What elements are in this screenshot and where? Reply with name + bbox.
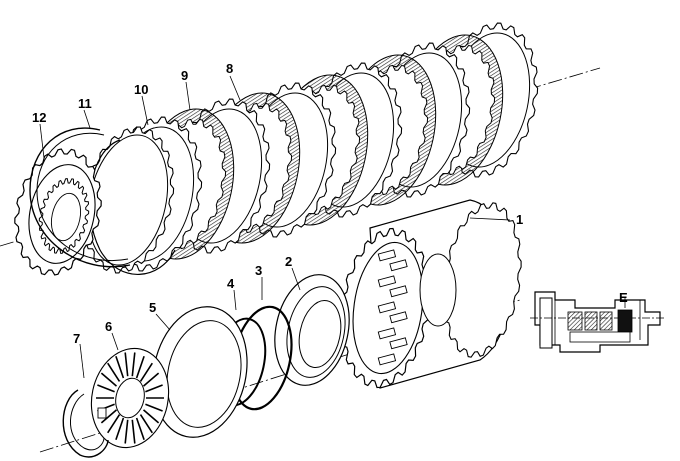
part-10-ring	[81, 126, 176, 275]
part-1-clutch-drum	[339, 199, 522, 389]
callout-10: 10	[134, 82, 148, 97]
callout-3: 3	[255, 263, 262, 278]
leader-lines	[39, 75, 511, 379]
callout-12: 12	[32, 110, 46, 125]
part-7-snap-ring	[62, 389, 109, 458]
callout-1: 1	[516, 212, 523, 227]
inset-section-view	[530, 291, 665, 353]
lower-piston-parts	[62, 274, 350, 458]
part-6-spring-washer	[90, 347, 170, 449]
part-5-plate	[152, 306, 248, 438]
part-12-clutch-hub	[14, 148, 102, 276]
clutch-plate-stack	[81, 22, 539, 275]
part-2-piston	[274, 274, 350, 386]
part-11-snap-ring	[29, 127, 131, 268]
inset-label-e: E	[619, 290, 628, 305]
callout-9: 9	[181, 68, 188, 83]
inset-highlighted-part	[617, 309, 633, 333]
callout-5: 5	[149, 300, 156, 315]
callout-11: 11	[78, 96, 92, 111]
callout-6: 6	[105, 319, 112, 334]
callout-2: 2	[285, 254, 292, 269]
callout-4: 4	[227, 276, 235, 291]
callout-8: 8	[226, 61, 233, 76]
callout-7: 7	[73, 331, 80, 346]
